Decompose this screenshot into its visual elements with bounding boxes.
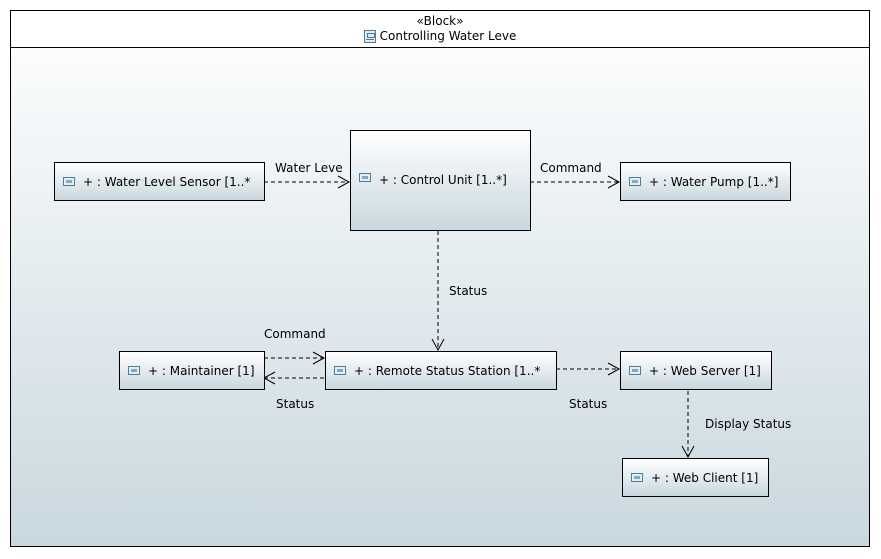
part-label: + : Control Unit [1..*]	[379, 173, 507, 187]
block-title-text: Controlling Water Leve	[379, 29, 517, 43]
part-icon	[63, 177, 75, 186]
part-label: + : Water Pump [1..*]	[649, 174, 779, 189]
label-status-control: Status	[449, 284, 488, 298]
part-label: + : Remote Status Station [1..*	[354, 363, 541, 378]
block-frame: «Block» Controlling Water Leve	[10, 10, 870, 547]
block-icon	[363, 29, 376, 43]
label-command-pump: Command	[540, 161, 602, 175]
part-water-pump[interactable]: + : Water Pump [1..*]	[620, 162, 791, 201]
part-icon	[359, 173, 371, 182]
part-remote-status-station[interactable]: + : Remote Status Station [1..*	[325, 351, 557, 390]
arrowhead-webserver	[607, 362, 621, 376]
label-water-level: Water Leve	[275, 161, 343, 175]
part-maintainer[interactable]: + : Maintainer [1]	[119, 351, 265, 390]
label-command-maintainer: Command	[264, 327, 326, 341]
arrowhead-remote-down	[431, 338, 445, 352]
arrowhead-remote-left	[312, 351, 326, 365]
part-label: + : Water Level Sensor [1..*	[83, 174, 251, 189]
part-label: + : Maintainer [1]	[148, 363, 255, 378]
part-icon	[128, 366, 140, 375]
part-web-client[interactable]: + : Web Client [1]	[622, 458, 769, 497]
part-label: + : Web Server [1]	[649, 363, 761, 378]
block-stereotype: «Block»	[416, 14, 464, 28]
part-icon	[629, 366, 641, 375]
part-water-level-sensor[interactable]: + : Water Level Sensor [1..*	[54, 162, 265, 201]
part-icon	[629, 177, 641, 186]
part-label: + : Web Client [1]	[651, 470, 759, 485]
part-icon	[334, 366, 346, 375]
arrowhead-pump	[607, 175, 621, 189]
part-control-unit[interactable]: + : Control Unit [1..*]	[350, 130, 531, 231]
arrowhead-webclient	[681, 445, 695, 459]
label-status-webserver: Status	[569, 397, 608, 411]
part-web-server[interactable]: + : Web Server [1]	[620, 351, 772, 390]
block-header: «Block» Controlling Water Leve	[11, 11, 869, 48]
label-display-status: Display Status	[705, 417, 792, 431]
block-title: Controlling Water Leve	[11, 29, 869, 43]
arrowhead-control	[337, 175, 351, 189]
part-icon	[631, 473, 643, 482]
label-status-maintainer: Status	[276, 397, 315, 411]
